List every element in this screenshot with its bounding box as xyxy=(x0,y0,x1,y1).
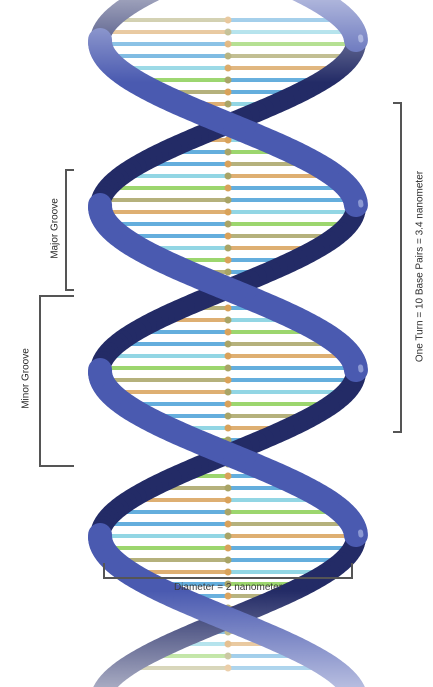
minor-groove-label: Minor Groove xyxy=(21,339,32,419)
one-turn-label: One Turn = 10 Base Pairs = 3.4 nanometer xyxy=(415,152,426,382)
diameter-label: Diameter = 2 nanometer xyxy=(118,582,338,593)
major-groove-label: Major Groove xyxy=(50,189,61,269)
